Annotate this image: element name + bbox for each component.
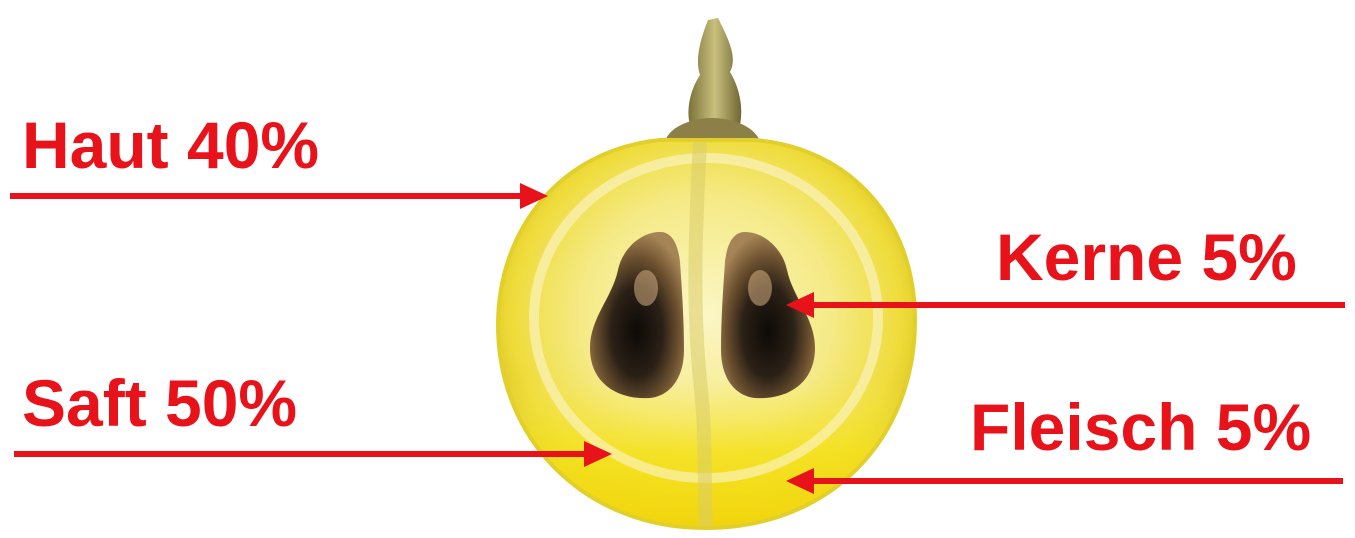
label-saft: Saft 50%	[22, 370, 297, 436]
arrow-haut	[10, 183, 548, 209]
berry-cross-section	[480, 140, 940, 533]
label-haut: Haut 40%	[22, 112, 319, 178]
arrow-fleisch	[786, 468, 1343, 494]
label-fleisch: Fleisch 5%	[970, 394, 1311, 460]
label-kerne: Kerne 5%	[996, 224, 1297, 290]
stem	[665, 18, 760, 142]
arrow-saft	[14, 441, 612, 467]
